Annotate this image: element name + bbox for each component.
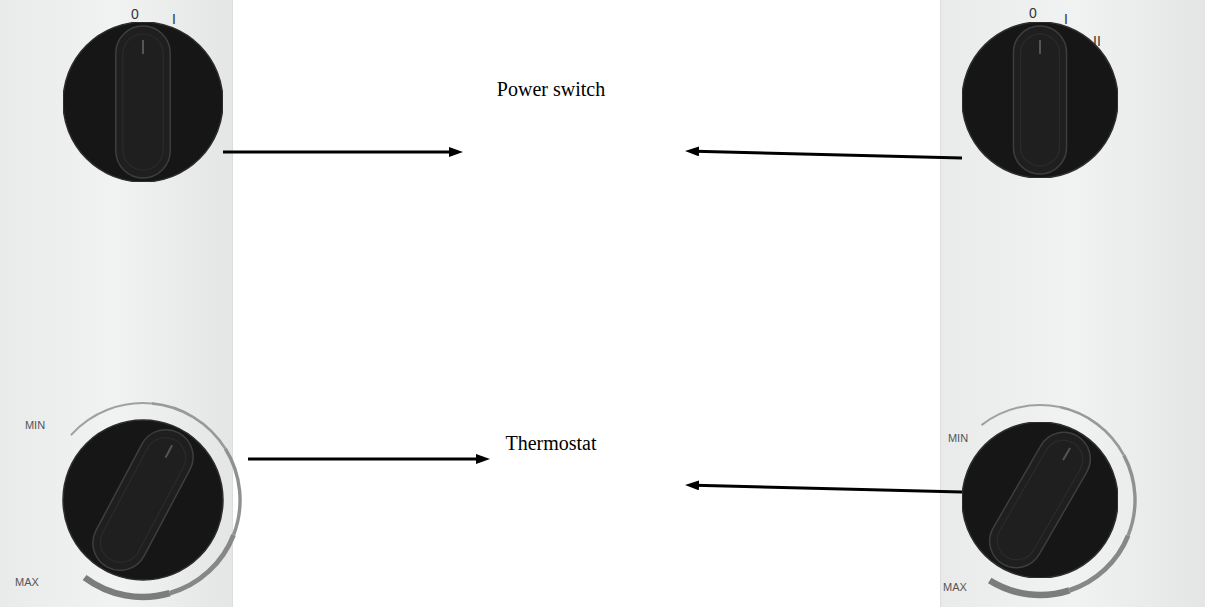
callout-label: Power switch (463, 70, 685, 165)
right-panel (940, 0, 1205, 607)
control-knob: 0III (962, 22, 1118, 178)
grip-ridge (83, 420, 202, 580)
dial-marking: I (172, 12, 176, 27)
pointer-arrow (223, 151, 453, 154)
knob-grip (1013, 26, 1066, 174)
knob-body (63, 22, 223, 182)
panel-edge (232, 0, 233, 607)
grip-ridge (980, 423, 1100, 578)
knob-grip (116, 26, 170, 178)
knob-pointer (1039, 40, 1041, 54)
callout-text: Power switch (497, 78, 605, 100)
knob-body (63, 420, 223, 580)
control-knob: 0I (63, 22, 223, 182)
knob-shape (63, 22, 223, 182)
knob-pointer (142, 40, 144, 54)
pointer-arrow (248, 458, 480, 461)
grip-ridge (1013, 26, 1066, 174)
grip-inner (1020, 34, 1059, 166)
knob-body (962, 422, 1118, 578)
left-panel (0, 0, 233, 607)
scale-arc-segment (1124, 455, 1135, 535)
dial-marking: MIN (948, 432, 968, 444)
dial-marking: MAX (943, 581, 967, 593)
scale-arc-segment (225, 449, 240, 535)
grip-inner (990, 433, 1090, 567)
knob-shape (962, 422, 1118, 578)
scale-arc-segment (85, 578, 170, 597)
knob-pointer (166, 445, 173, 457)
grip-inner (123, 34, 163, 170)
knob-grip (83, 420, 202, 580)
scale-arc-segment (990, 581, 1070, 595)
panel-edge (940, 0, 941, 607)
knob-grip (980, 423, 1100, 578)
callout-label: Thermostat (490, 425, 685, 500)
dial-marking: MIN (25, 419, 45, 431)
pointer-arrow (695, 485, 962, 492)
knob-pointer (1063, 448, 1070, 460)
dial-marking: 0 (131, 7, 139, 22)
callout-text: Thermostat (505, 432, 596, 454)
dial-marking: I (1064, 12, 1068, 27)
grip-ridge (116, 26, 170, 178)
knob-shape (38, 395, 248, 605)
dial-marking: 0 (1029, 6, 1037, 21)
control-knob: MINMAX (38, 395, 248, 605)
pointer-arrow (695, 151, 962, 158)
knob-body (962, 22, 1118, 178)
dial-marking: II (1093, 34, 1101, 49)
grip-inner (93, 430, 193, 569)
control-knob: MINMAX (962, 422, 1118, 578)
dial-marking: MAX (15, 576, 39, 588)
